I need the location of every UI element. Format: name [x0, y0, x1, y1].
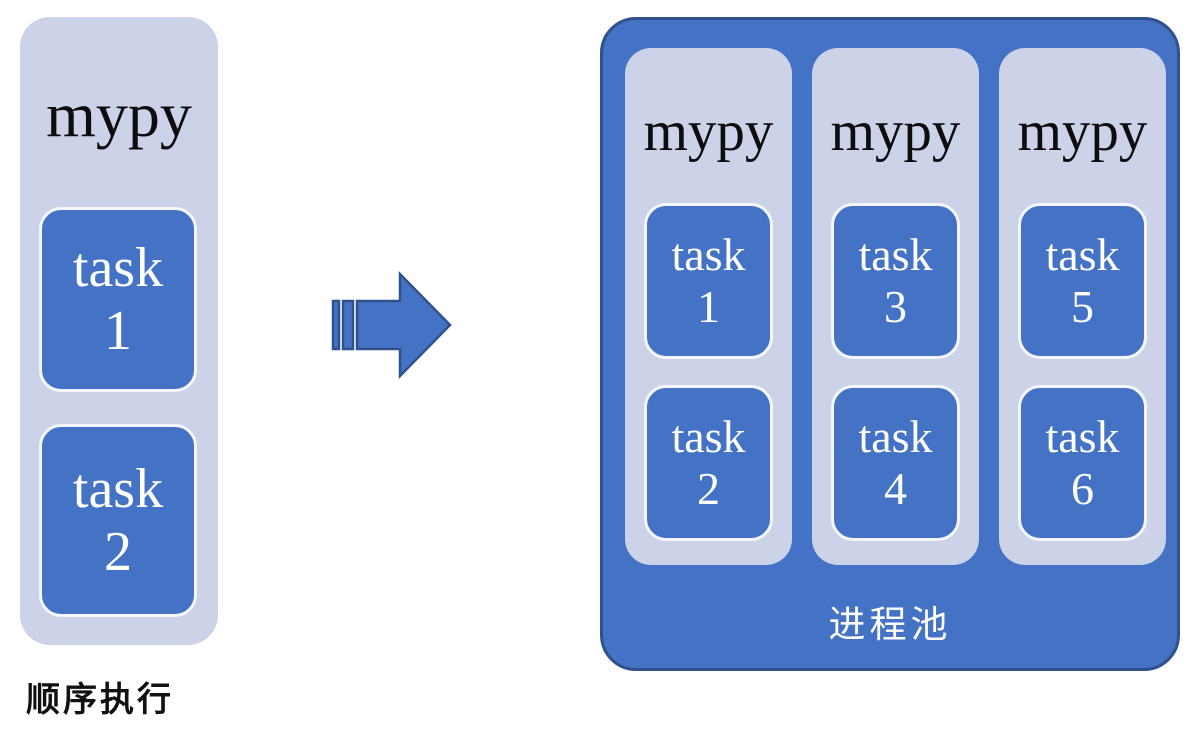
task-number: 1	[697, 281, 720, 332]
task-label: task	[1045, 229, 1120, 281]
worker-title: mypy	[643, 99, 774, 163]
task-number: 2	[697, 463, 720, 514]
task-box: task 4	[831, 385, 960, 541]
task-label: task	[1045, 411, 1120, 463]
task-label: task	[858, 229, 933, 281]
process-pool-panel: mypy task 1 task 2 mypy task 3 task 4 my…	[600, 17, 1180, 671]
task-box: task 5	[1018, 203, 1147, 359]
worker-title: mypy	[830, 99, 961, 163]
sequential-process-panel: mypy task 1 task 2	[20, 17, 218, 645]
worker-column: mypy task 5 task 6	[999, 48, 1166, 565]
sequential-caption: 顺序执行	[26, 681, 174, 719]
task-box: task 1	[644, 203, 773, 359]
worker-column: mypy task 1 task 2	[625, 48, 792, 565]
task-label: task	[671, 411, 746, 463]
task-number: 2	[104, 520, 132, 583]
task-box: task 6	[1018, 385, 1147, 541]
task-label: task	[72, 457, 164, 520]
task-number: 5	[1071, 281, 1094, 332]
task-box: task 2	[644, 385, 773, 541]
task-box: task 2	[39, 424, 197, 617]
task-number: 4	[884, 463, 907, 514]
process-pool-caption: 进程池	[828, 604, 952, 645]
task-number: 1	[104, 299, 132, 362]
striped-right-arrow-icon	[330, 270, 454, 380]
task-number: 6	[1071, 463, 1094, 514]
sequential-process-title: mypy	[46, 79, 192, 150]
task-number: 3	[884, 281, 907, 332]
worker-title: mypy	[1017, 99, 1148, 163]
task-label: task	[671, 229, 746, 281]
task-box: task 3	[831, 203, 960, 359]
task-label: task	[858, 411, 933, 463]
worker-column: mypy task 3 task 4	[812, 48, 979, 565]
task-label: task	[72, 236, 164, 299]
task-box: task 1	[39, 207, 197, 392]
